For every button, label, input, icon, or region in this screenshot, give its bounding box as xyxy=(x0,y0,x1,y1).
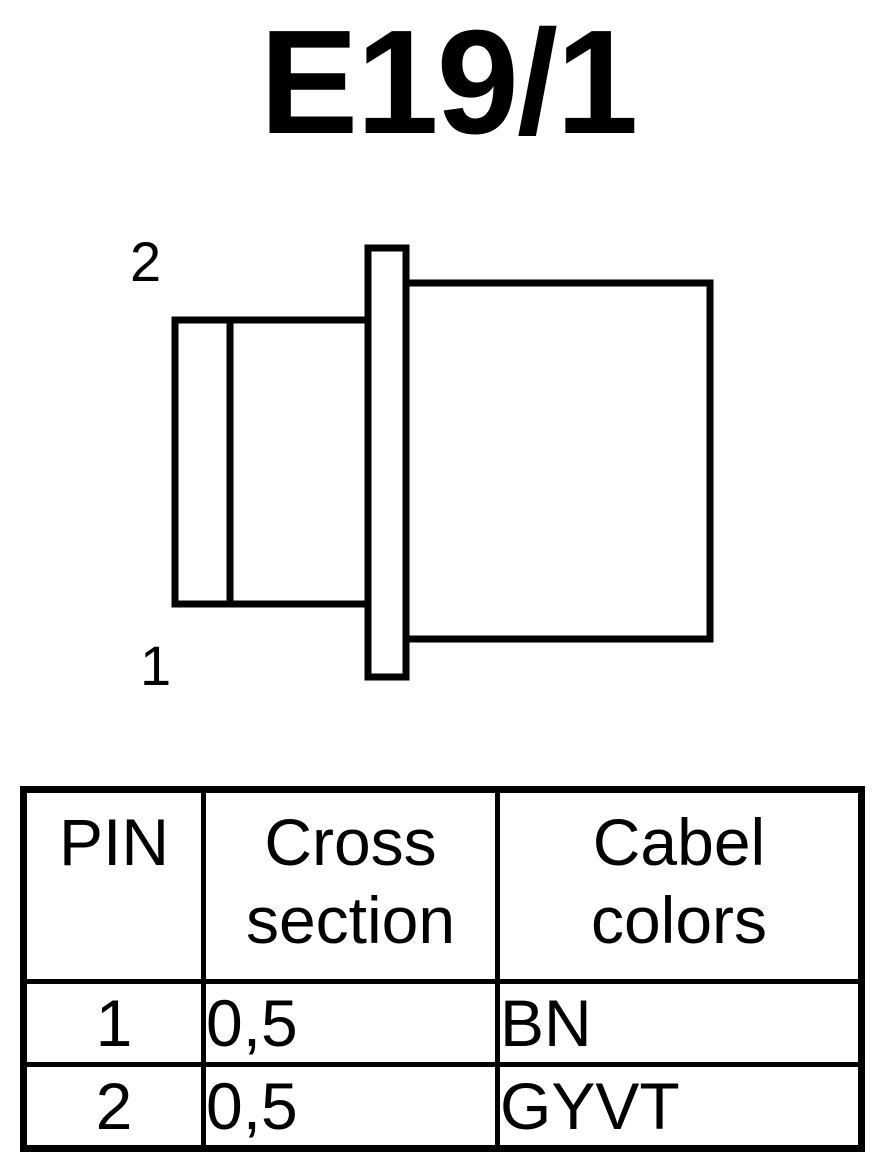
cell-cable-color: BN xyxy=(495,979,864,1067)
cell-pin: 2 xyxy=(21,1062,206,1151)
pin-label-bottom: 1 xyxy=(140,634,172,697)
pin-label-top: 2 xyxy=(130,230,162,293)
header-color-line1: Cabel xyxy=(592,805,766,879)
pin-table: PIN Cross section Cabel colors 1 0,5 BN … xyxy=(20,786,865,1152)
header-cable-colors: Cabel colors xyxy=(495,787,864,984)
cell-cross-section: 0,5 xyxy=(201,1062,500,1151)
connector-plug-body xyxy=(171,316,372,608)
header-color-line2: colors xyxy=(590,883,768,957)
header-pin: PIN xyxy=(21,787,206,984)
cell-pin: 1 xyxy=(21,979,206,1067)
connector-flange xyxy=(364,244,410,681)
table-row: 1 0,5 BN xyxy=(21,979,864,1067)
header-cross-line2: section xyxy=(245,883,456,957)
header-cross-line1: Cross xyxy=(264,805,437,879)
table-header-row: PIN Cross section Cabel colors xyxy=(21,787,864,984)
header-pin-label: PIN xyxy=(58,805,170,879)
connector-drawing xyxy=(171,244,714,681)
table-row: 2 0,5 GYVT xyxy=(21,1062,864,1151)
connector-housing xyxy=(401,279,714,643)
header-cross-section: Cross section xyxy=(201,787,500,984)
cell-cross-section: 0,5 xyxy=(201,979,500,1067)
cell-cable-color: GYVT xyxy=(495,1062,864,1151)
connector-title: E19/1 xyxy=(259,0,639,165)
